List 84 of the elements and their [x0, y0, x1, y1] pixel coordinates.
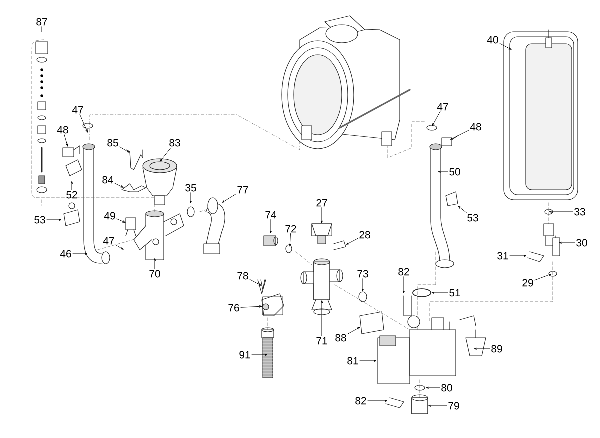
callout-number: 89 — [492, 345, 502, 353]
callout-number: 77 — [238, 186, 248, 194]
leader-line — [500, 43, 512, 50]
leader-line — [474, 348, 490, 350]
callout-number: 52 — [66, 191, 78, 199]
callout-number: 48 — [57, 126, 68, 134]
leader-line — [360, 360, 377, 362]
leader-line — [114, 183, 124, 188]
callout-number: 91 — [240, 351, 250, 359]
callout-number: 82 — [356, 397, 366, 405]
callout-number: 83 — [170, 139, 180, 147]
leader-line — [64, 134, 68, 147]
leader-line — [71, 181, 73, 190]
callout-number: 46 — [60, 250, 72, 258]
leader-line — [458, 206, 468, 214]
leader-line — [240, 306, 262, 308]
callout-number: 29 — [522, 279, 534, 287]
callout-number: 78 — [238, 272, 248, 280]
callout-number: 35 — [186, 184, 196, 192]
callout-number: 76 — [228, 304, 240, 312]
callout-number: 53 — [34, 216, 46, 224]
leader-line — [534, 274, 552, 281]
leader-line — [321, 208, 323, 224]
leader-line — [403, 276, 405, 294]
leader-line — [348, 327, 361, 334]
leader-line — [432, 292, 448, 294]
leader-line — [510, 255, 527, 257]
leader-line — [80, 114, 88, 133]
callout-number: 82 — [398, 268, 410, 276]
callout-number: 47 — [103, 237, 114, 245]
leader-line — [289, 234, 292, 246]
leader-line — [550, 211, 574, 213]
leader-line — [46, 219, 62, 221]
part-box — [412, 398, 428, 414]
leader-line — [450, 130, 470, 140]
callout-number: 47 — [437, 103, 448, 111]
callout-number: 88 — [336, 334, 346, 342]
callout-number: 31 — [498, 252, 508, 260]
callout-number: 74 — [266, 211, 276, 219]
leader-line — [154, 258, 156, 270]
callout-number: 81 — [348, 357, 358, 365]
callout-number: 47 — [72, 106, 84, 114]
leader-line — [160, 148, 172, 162]
callout-number: 73 — [358, 270, 368, 278]
callout-number: 87 — [36, 18, 48, 26]
leader-line — [116, 244, 124, 250]
leader-line — [428, 405, 448, 407]
callout-number: 48 — [470, 123, 482, 131]
callout-number: 85 — [108, 139, 118, 147]
leader-line — [438, 171, 448, 173]
leader-line — [368, 400, 388, 402]
leader-line — [321, 300, 323, 336]
leader-line — [250, 279, 262, 286]
callout-number: 71 — [316, 337, 328, 345]
callout-number: 50 — [450, 168, 460, 176]
part-box — [312, 224, 332, 236]
callout-number: 40 — [487, 36, 498, 44]
leader-line — [190, 192, 192, 204]
part-ring — [412, 288, 432, 298]
leader-line — [426, 387, 440, 389]
leader-line — [560, 242, 576, 244]
leader-line — [362, 278, 364, 292]
part-box — [262, 296, 284, 316]
callout-number: 27 — [316, 199, 328, 207]
leader-line — [120, 146, 130, 153]
callout-number: 28 — [360, 231, 370, 239]
callout-number: 70 — [150, 270, 160, 278]
leader-line — [346, 238, 358, 245]
leader-line — [116, 218, 126, 223]
leader-line — [72, 253, 88, 255]
callout-number: 51 — [450, 289, 460, 297]
leader-line — [432, 112, 441, 127]
part-box — [314, 262, 330, 300]
callout-number: 30 — [576, 239, 588, 247]
leader-line — [222, 194, 236, 203]
callout-number: 49 — [104, 212, 116, 220]
callout-number: 33 — [574, 208, 586, 216]
callout-number: 84 — [102, 176, 114, 184]
callout-number: 53 — [468, 214, 478, 222]
callout-number: 79 — [448, 402, 460, 410]
leader-line — [270, 220, 272, 234]
callout-number: 80 — [442, 384, 452, 392]
callout-number: 72 — [286, 225, 296, 233]
leader-line — [252, 354, 268, 356]
